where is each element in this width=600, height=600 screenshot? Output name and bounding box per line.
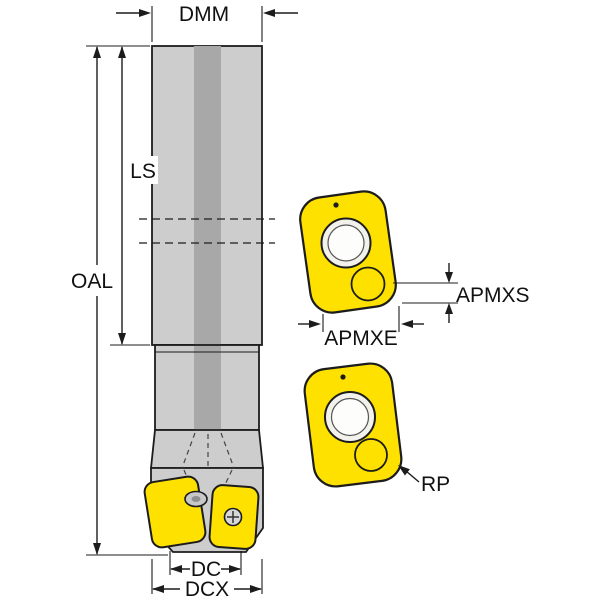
arrowhead — [263, 9, 275, 17]
arrowhead — [93, 543, 101, 555]
oal-label: OAL — [71, 270, 113, 293]
cutter-insert-left — [143, 475, 207, 549]
hidden-edge-left — [181, 432, 196, 469]
neck-center-stripe — [194, 346, 221, 430]
arrowhead — [229, 565, 241, 573]
dmm-dimension: DMM — [116, 3, 298, 42]
arrowhead — [118, 46, 126, 58]
arrowhead — [118, 333, 126, 345]
dc-dimension: DC — [169, 551, 242, 581]
arrowhead — [398, 465, 410, 476]
rp-leader-line — [405, 470, 420, 483]
clamp-screw-center — [191, 496, 201, 502]
oal-dimension: OAL — [64, 46, 168, 556]
corner-radius-circle — [350, 266, 386, 302]
label-mask — [128, 156, 158, 184]
orientation-dot — [340, 374, 346, 380]
insert-detail-top — [299, 190, 397, 314]
insert-hole-inner — [327, 224, 365, 262]
arrowhead — [309, 320, 321, 328]
dcx-label: DCX — [185, 578, 229, 600]
corner-radius-circle — [354, 438, 388, 472]
arrowhead — [250, 585, 262, 593]
arrowhead — [139, 9, 151, 17]
arrowhead — [401, 320, 413, 328]
dc-label: DC — [191, 558, 221, 581]
apmxe-dimension: APMXE — [298, 306, 424, 350]
shank-center-stripe — [194, 46, 221, 345]
apmxs-dimension: APMXS — [393, 263, 530, 323]
ls-dimension: LS — [86, 45, 158, 346]
hidden-edge-right — [220, 432, 235, 469]
insert-detail-bottom — [303, 362, 403, 488]
rp-label: RP — [421, 473, 450, 496]
head-transition — [150, 429, 264, 469]
rp-annotation: RP — [398, 465, 450, 496]
tool-front-view — [139, 45, 275, 553]
dcx-dimension: DCX — [151, 559, 263, 600]
dmm-label: DMM — [179, 3, 229, 26]
label-mask — [64, 265, 120, 296]
apmxs-label: APMXS — [456, 284, 530, 307]
arrowhead — [445, 272, 453, 283]
insert-hole-inner — [330, 397, 370, 437]
arrowhead — [445, 303, 453, 314]
apmxe-label: APMXE — [324, 327, 398, 350]
orientation-dot — [333, 202, 339, 208]
ls-label: LS — [130, 160, 156, 183]
arrowhead — [93, 46, 101, 58]
